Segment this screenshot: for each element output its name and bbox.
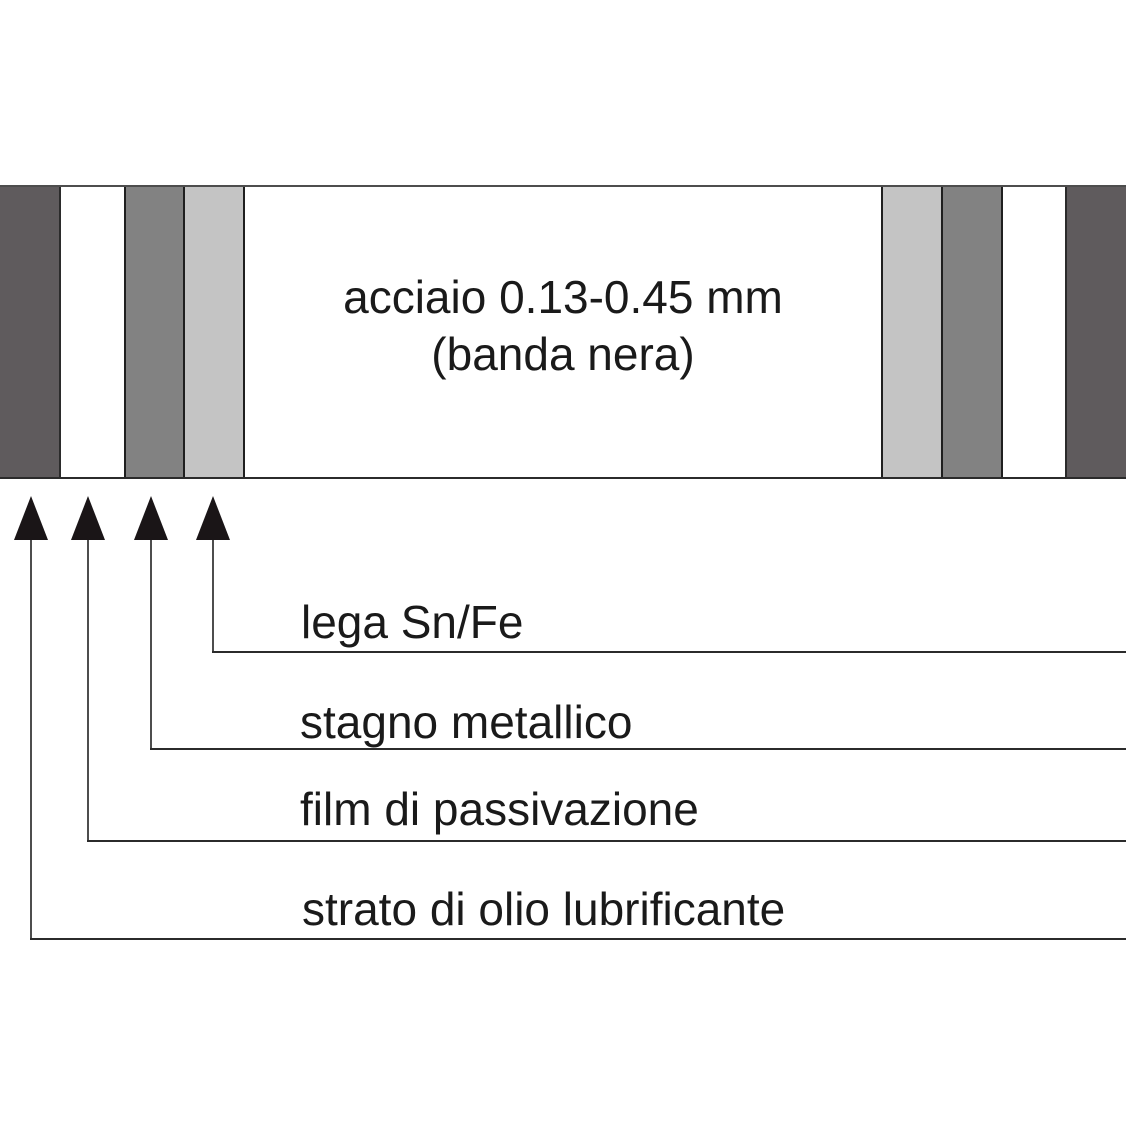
label-alloy: lega Sn/Fe — [301, 596, 524, 648]
stripe-alloy-left — [185, 187, 245, 477]
stripe-steel-core — [245, 187, 881, 477]
stem-passivation — [87, 540, 89, 842]
stripe-tin-left — [124, 187, 185, 477]
arrow-up-icon-alloy — [196, 496, 230, 540]
stripe-oil-left — [0, 187, 61, 477]
label-tin: stagno metallico — [300, 696, 633, 748]
arrow-up-icon-passivation — [71, 496, 105, 540]
core-label-line2: (banda nera) — [431, 328, 695, 380]
stem-tin — [150, 540, 152, 750]
stripe-passivation-left — [61, 187, 124, 477]
cross-section-band — [0, 185, 1126, 479]
stem-oil — [30, 540, 32, 940]
stripe-alloy-right — [881, 187, 941, 477]
core-label: acciaio 0.13-0.45 mm (banda nera) — [245, 269, 881, 383]
label-oil: strato di olio lubrificante — [302, 883, 786, 935]
leader-line-oil — [30, 938, 1126, 940]
arrow-up-icon-tin — [134, 496, 168, 540]
leader-line-alloy — [212, 651, 1126, 653]
stripe-oil-right — [1065, 187, 1126, 477]
stem-alloy — [212, 540, 214, 653]
stripe-tin-right — [941, 187, 1003, 477]
leader-line-passivation — [87, 840, 1126, 842]
leader-line-tin — [150, 748, 1126, 750]
stripe-passivation-right — [1003, 187, 1065, 477]
label-passivation: film di passivazione — [300, 783, 699, 835]
core-label-line1: acciaio 0.13-0.45 mm — [343, 271, 783, 323]
arrow-up-icon-oil — [14, 496, 48, 540]
